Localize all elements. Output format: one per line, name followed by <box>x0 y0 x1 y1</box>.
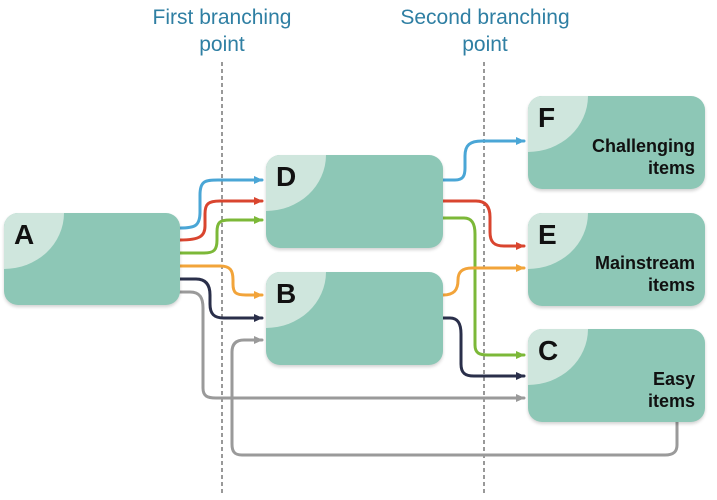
node-d-letter: D <box>276 161 297 192</box>
node-c: C Easy items <box>528 329 705 422</box>
node-f-caption-line2: items <box>647 158 695 178</box>
node-f-caption-line1: Challenging <box>592 136 695 156</box>
node-e-corner <box>528 213 588 269</box>
edge-d-c-green <box>441 216 526 359</box>
node-e-caption-line2: items <box>647 275 695 295</box>
edge-a-b-orange <box>178 264 264 299</box>
first-branching-heading-line2: point <box>199 33 245 56</box>
node-f-caption: Challenging items <box>592 135 695 179</box>
first-branching-heading-line1: First branching <box>152 6 292 29</box>
node-f: F Challenging items <box>528 96 705 189</box>
edge-a-c-gray <box>178 290 526 402</box>
node-c-caption-line1: Easy <box>652 369 695 389</box>
edge-b-c-navy <box>441 316 526 380</box>
node-a-letter: A <box>14 219 35 250</box>
node-c-caption-line2: items <box>647 391 695 411</box>
node-e-letter: E <box>538 219 557 250</box>
edge-a-b-navy <box>178 277 264 322</box>
node-d: D <box>266 155 443 248</box>
node-c-caption: Easy items <box>648 368 695 412</box>
node-f-letter: F <box>538 102 556 133</box>
node-e-caption-line1: Mainstream <box>594 253 695 273</box>
node-a: A <box>4 213 180 305</box>
edge-a-d-green <box>178 216 264 255</box>
second-branching-heading-line2: point <box>462 33 508 56</box>
second-branching-heading-line1: Second branching <box>400 6 570 29</box>
node-e: E Mainstream items <box>528 213 705 306</box>
edge-d-e-red <box>441 199 526 250</box>
first-branching-heading: First branching point <box>112 4 332 58</box>
edge-c-b-gray <box>230 336 679 457</box>
node-f-corner <box>528 96 588 152</box>
edge-b-e-orange <box>441 264 526 297</box>
node-b: B <box>266 272 443 365</box>
node-e-caption: Mainstream items <box>595 252 695 296</box>
edge-a-d-blue <box>178 176 264 230</box>
edge-a-d-red <box>178 197 264 242</box>
second-branching-heading: Second branching point <box>370 4 600 58</box>
edge-d-f-blue <box>441 137 526 182</box>
node-b-letter: B <box>276 278 297 309</box>
node-c-letter: C <box>538 335 559 366</box>
